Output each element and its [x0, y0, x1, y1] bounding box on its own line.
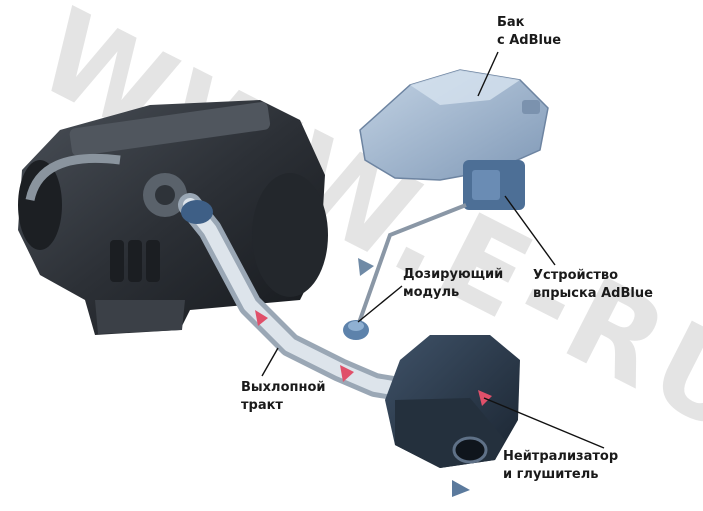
label-adblue-tank-line2: с AdBlue [497, 33, 562, 48]
label-exhaust-tract-line2: тракт [241, 398, 283, 413]
exhaust-pipe [178, 193, 417, 402]
oil-filter-3 [146, 240, 160, 282]
oil-filter-1 [110, 240, 124, 282]
adblue-injection-unit [463, 160, 525, 210]
muffler-outlet [452, 436, 488, 464]
flow-arrow-1 [255, 310, 268, 326]
turbocharger-core [155, 185, 175, 205]
label-converter-muffler-line1: Нейтрализатор [503, 449, 619, 464]
label-adblue-tank-line1: Бак [497, 15, 525, 30]
adblue-tank-cap [522, 100, 540, 114]
label-dosing-module: Дозирующий модуль [403, 266, 503, 302]
engine-oil-pan [95, 300, 185, 334]
dosing-module [343, 320, 369, 340]
exhaust-elbow-cap [181, 200, 213, 224]
dosing-module-top [348, 321, 364, 331]
flow-arrow-2 [340, 365, 354, 382]
adblue-tank-top [410, 70, 520, 105]
intake-pipe [25, 153, 121, 202]
label-converter-muffler-line2: и глушитель [503, 467, 599, 482]
engine [18, 100, 328, 335]
leader-converter [483, 397, 605, 449]
oil-filter-2 [128, 240, 142, 282]
label-injection-unit-line2: впрыска AdBlue [533, 286, 653, 301]
flow-arrow-line [358, 258, 374, 276]
label-dosing-module-line1: Дозирующий [403, 267, 504, 282]
leader-tank [477, 51, 499, 97]
engine-pulley [18, 160, 62, 250]
label-injection-unit: Устройство впрыска AdBlue [533, 267, 653, 303]
catalytic-converter-muffler [385, 335, 520, 497]
label-exhaust-tract-line1: Выхлопной [241, 380, 326, 395]
label-exhaust-tract: Выхлопной тракт [241, 379, 326, 415]
engine-flywheel [252, 173, 328, 297]
adblue-tank [359, 69, 549, 181]
flow-arrow-exit [452, 480, 470, 497]
label-adblue-tank: Бак с AdBlue [497, 14, 561, 50]
engine-valve-cover [69, 102, 271, 157]
leader-lines [261, 51, 605, 449]
exhaust-pipe-highlight [183, 198, 412, 397]
injection-unit-panel [472, 170, 500, 200]
leader-injector [504, 195, 556, 266]
leader-exhaust [261, 347, 279, 377]
label-converter-muffler: Нейтрализатор и глушитель [503, 448, 618, 484]
label-injection-unit-line1: Устройство [533, 268, 619, 283]
leader-dosing [357, 285, 403, 323]
label-dosing-module-line2: модуль [403, 285, 460, 300]
